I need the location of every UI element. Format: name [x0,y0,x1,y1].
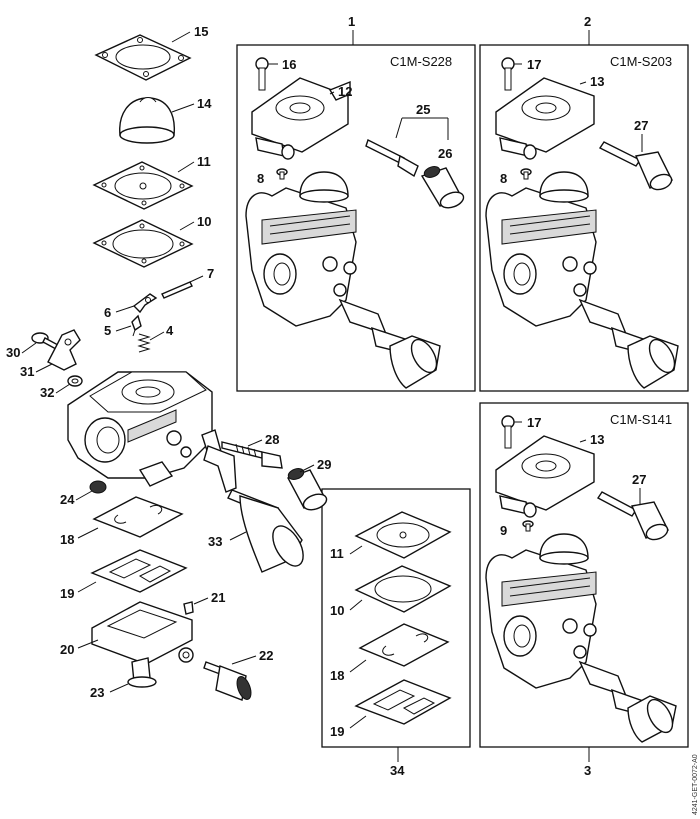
callout-box34-11: 11 [330,546,344,561]
box3-screw-9 [522,520,534,532]
document-number: 4241-GET-0072-A0 [692,754,699,815]
callout-box3-13: 13 [590,432,604,447]
callout-box34-18: 18 [330,668,344,683]
box1-adjusting-screw [365,139,419,178]
box-number-1: 1 [348,14,355,29]
part-4-spring [137,333,151,353]
callout-box1-8: 8 [257,171,264,186]
part-31-lever [47,329,81,371]
box1-limiter-cap [420,166,465,209]
box1-screw-16 [255,57,269,91]
callout-33: 33 [208,534,222,549]
callout-31: 31 [20,364,34,379]
callout-23: 23 [90,685,104,700]
callout-15: 15 [194,24,208,39]
part-5-inlet-needle [131,314,142,337]
callout-box3-27: 27 [632,472,646,487]
callout-10: 10 [197,214,211,229]
box34-gasket-19 [354,679,452,725]
callout-box1-16: 16 [282,57,296,72]
model-label-box1: C1M-S228 [390,54,452,69]
box-number-34: 34 [390,763,405,778]
part-29-limiter-cap [287,468,328,511]
kit-box-34 [321,488,471,748]
part-33-pipe [203,445,304,573]
callout-29: 29 [317,457,331,472]
callout-19: 19 [60,586,74,601]
box34-diaphragm-11 [354,511,452,559]
part-11-diaphragm [92,161,194,210]
model-label-box2: C1M-S203 [610,54,672,69]
part-14-primer-bulb [119,97,175,144]
callout-24: 24 [60,492,75,507]
kit-box-2 [479,44,689,392]
box2-adjusting-screw [598,141,673,191]
part-32-bushing [67,375,83,387]
box2-screw-8 [520,168,532,180]
callout-box34-19: 19 [330,724,344,739]
box34-gasket-10 [354,565,452,613]
callout-7: 7 [207,266,214,281]
part-15-gasket [94,34,192,81]
box2-carburetor [485,171,679,389]
callout-box1-12: 12 [338,84,352,99]
kit-box-3 [479,402,689,748]
box2-pump-cover [495,77,595,160]
part-24-nut [89,480,107,494]
model-label-box3: C1M-S141 [610,412,672,427]
callout-14: 14 [197,96,212,111]
callout-6: 6 [104,305,111,320]
part-10-gasket [92,219,194,268]
callout-5: 5 [104,323,111,338]
callout-30: 30 [6,345,20,360]
box-number-2: 2 [584,14,591,29]
callout-box3-17: 17 [527,415,541,430]
kit-box-1 [236,44,476,392]
part-23-screw [127,657,157,688]
callout-18: 18 [60,532,74,547]
callout-4: 4 [166,323,174,338]
box3-screw-17 [501,415,515,449]
callout-box1-26: 26 [438,146,452,161]
callout-11: 11 [197,154,211,169]
callout-box1-25: 25 [416,102,430,117]
box1-screw-8 [276,168,288,180]
box3-adjusting-screw [596,491,669,541]
callout-28: 28 [265,432,279,447]
part-19-gasket [90,549,188,593]
part-28-adjusting-screw [221,441,283,469]
box1-pump-cover [251,77,351,160]
callout-box2-17: 17 [527,57,541,72]
box3-pump-cover [495,435,595,518]
callout-32: 32 [40,385,54,400]
box3-carburetor [485,533,677,743]
part-22-adjusting-screw [203,661,252,701]
part-30-screw [31,332,59,350]
callout-box2-13: 13 [590,74,604,89]
callout-box3-9: 9 [500,523,507,538]
box34-plate-18 [358,623,450,667]
callout-box34-10: 10 [330,603,344,618]
part-20-cover [91,601,194,665]
part-7-pin [161,281,193,299]
callout-21: 21 [211,590,225,605]
callout-box2-8: 8 [500,171,507,186]
part-21-pin [183,601,194,615]
part-18-plate [92,496,184,538]
callout-20: 20 [60,642,74,657]
part-carburetor-body [67,371,223,487]
box2-screw-17 [501,57,515,91]
part-6-lever [132,293,158,314]
callout-box2-27: 27 [634,118,648,133]
callout-22: 22 [259,648,273,663]
box-number-3: 3 [584,763,591,778]
box1-carburetor [245,171,441,389]
